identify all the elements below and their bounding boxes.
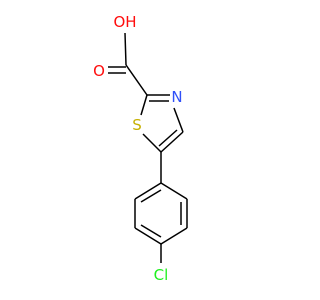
atom-label-n: N xyxy=(171,88,182,106)
molecule-structure: OH O N S Cl xyxy=(93,13,188,284)
bond-c-oh xyxy=(124,32,127,66)
atom-label-oh: OH xyxy=(113,13,136,31)
bond-ph6-ph1 xyxy=(134,182,162,200)
bond-c5-s xyxy=(142,133,162,153)
atom-label-s: S xyxy=(132,116,142,134)
bonds xyxy=(108,32,188,263)
bond-s-c2 xyxy=(140,94,148,116)
bond-ph4-ph5 xyxy=(134,227,162,245)
bond-c-c2 xyxy=(125,64,148,96)
bond-ph3-ph4 xyxy=(160,227,188,245)
atom-labels: OH O N S Cl xyxy=(93,13,183,284)
bond-c4-c5-double-b xyxy=(158,129,178,147)
atom-label-o: O xyxy=(93,62,105,80)
bond-ph4-ph5-inner xyxy=(140,224,162,238)
bond-ph6-ph1-inner xyxy=(140,189,162,203)
bond-c4-c5-double-a xyxy=(160,131,184,153)
atom-label-cl: Cl xyxy=(154,266,169,284)
bond-n-c4 xyxy=(173,107,184,133)
bond-ph1-ph2 xyxy=(160,182,188,200)
